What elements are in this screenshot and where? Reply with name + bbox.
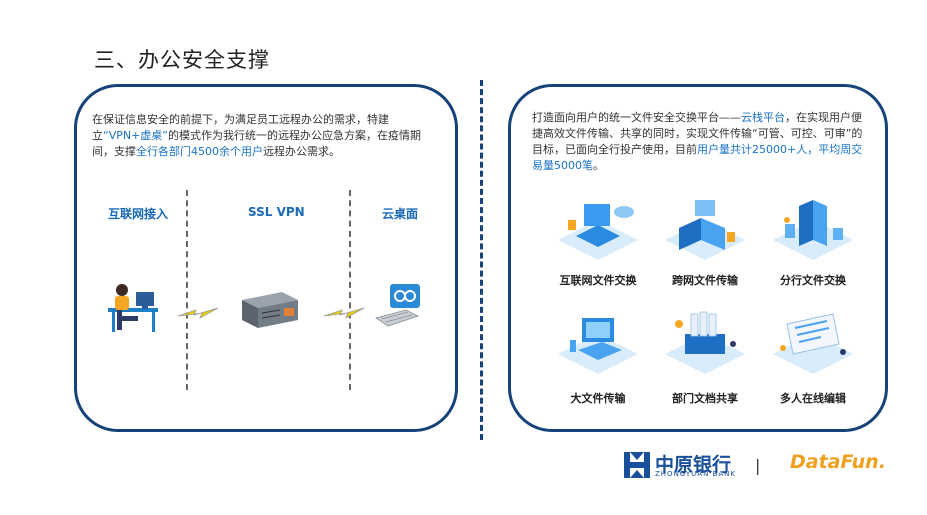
- lightning-icon: [177, 307, 219, 319]
- section-cloud-desktop: 云桌面: [382, 207, 419, 221]
- section-ssl-vpn: SSL VPN: [248, 205, 305, 219]
- section-internet-access: 互联网接入: [108, 207, 169, 221]
- card-label: 互联网文件交换: [559, 274, 637, 287]
- card-label: 大文件传输: [570, 392, 626, 405]
- card-label: 跨网文件传输: [672, 274, 738, 287]
- card-label: 分行文件交换: [780, 274, 846, 287]
- desc-text: 。: [593, 159, 604, 172]
- panel-divider: [480, 80, 483, 440]
- desc-highlight: 全行各部门4500余个用户: [136, 145, 263, 158]
- cross-network-transfer-icon: [665, 200, 745, 260]
- card-label: 多人在线编辑: [780, 392, 846, 405]
- card-label: 部门文档共享: [672, 392, 738, 405]
- large-file-transfer-icon: [558, 318, 638, 374]
- section-divider: [349, 190, 351, 390]
- desc-highlight: 用户量共计25000+人，平均周交易量5000笔: [532, 143, 863, 172]
- section-divider: [186, 190, 188, 390]
- zhongyuan-bank-logo-icon: [624, 452, 650, 478]
- online-collab-editing-icon: [773, 313, 853, 374]
- vpn-panel: [74, 84, 458, 432]
- bank-subtitle: ZHONGYUAN BANK: [655, 470, 736, 478]
- department-doc-sharing-icon: [665, 311, 745, 374]
- internet-file-exchange-icon: [558, 204, 638, 260]
- file-exchange-panel: [508, 84, 888, 432]
- cloud-desktop-icon: [375, 284, 420, 327]
- desc-text: 的模式作为我行统一的远程办公应急方案，在疫情期间，支撑: [92, 129, 422, 158]
- lightning-icon: [323, 307, 365, 319]
- desc-text: 远程办公需求。: [263, 145, 340, 158]
- desc-highlight: 云栈平台: [741, 111, 785, 124]
- remote-worker-icon: [108, 284, 158, 332]
- file-exchange-description: 打造面向用户的统一文件安全交换平台——云栈平台，在实现用户便捷高效文件传输、共享…: [532, 110, 870, 174]
- desc-highlight: “VPN+虚桌”: [103, 129, 169, 142]
- desc-text: 在保证信息安全的前提下，为满足员工远程办公的需求，特建立: [92, 113, 389, 142]
- page-title: 三、办公安全支撑: [94, 48, 270, 72]
- footer-separator: |: [755, 456, 761, 475]
- desc-text: ，在实现用户便捷高效文件传输、共享的同时，实现文件传输“可管、可控、可审”的目标…: [532, 111, 863, 156]
- partner-logo: DataFun.: [790, 451, 886, 473]
- vpn-description: 在保证信息安全的前提下，为满足员工远程办公的需求，特建立“VPN+虚桌”的模式作…: [92, 112, 442, 160]
- desc-text: 打造面向用户的统一文件安全交换平台——: [532, 111, 741, 124]
- vpn-server-icon: [242, 292, 298, 328]
- bank-name: 中原银行: [655, 454, 732, 476]
- branch-file-exchange-icon: [773, 200, 853, 260]
